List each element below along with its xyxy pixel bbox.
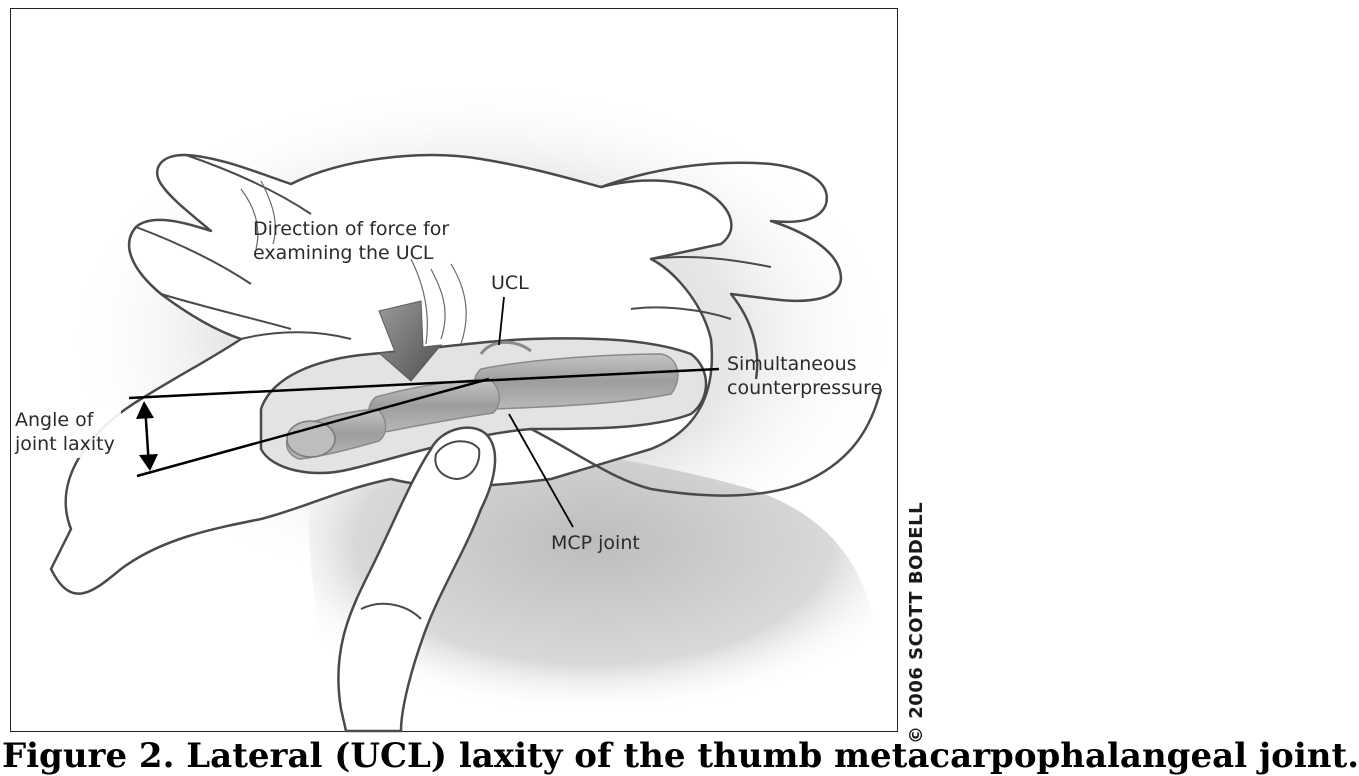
angle-arrowhead-bottom — [139, 454, 158, 471]
finger-crease-4 — [240, 331, 352, 340]
simultaneous-counterpressure-label: Simultaneous counterpressure — [727, 353, 883, 399]
mcp-leader-line — [508, 413, 574, 528]
right-finger-crease-2 — [630, 306, 732, 320]
thumb-exam-illustration — [49, 79, 901, 733]
ucl-label: UCL — [491, 272, 529, 294]
caption-text: Figure 2. Lateral (UCL) laxity of the th… — [2, 736, 1359, 776]
examiner-right-palm — [530, 388, 883, 497]
figure-frame: Direction of force for examining the UCL… — [10, 8, 901, 733]
finger-crease-3 — [160, 293, 292, 330]
examiner-right-fingers — [600, 161, 843, 380]
reference-line-straight — [128, 367, 720, 400]
ucl-leader-line — [498, 296, 505, 346]
thumb-nail — [286, 420, 336, 458]
direction-of-force-label: Direction of force for examining the UCL — [253, 218, 450, 264]
mcp-joint-label: MCP joint — [551, 532, 640, 554]
right-finger-crease — [650, 256, 772, 268]
thumb-bones — [285, 353, 679, 460]
reference-line-deviated — [136, 377, 490, 478]
thumbnail-bottom — [434, 440, 481, 481]
hair-strands — [240, 180, 467, 345]
finger-crease-1 — [185, 154, 312, 215]
copyright-notice: © 2006 SCOTT BODELL — [906, 501, 927, 744]
force-arrow — [377, 300, 443, 382]
examiner-pressing-thumb — [337, 426, 497, 733]
lower-thumb-crease — [360, 602, 422, 620]
ucl-ligament — [479, 340, 532, 355]
angle-arrowhead-top — [136, 401, 154, 419]
angle-of-joint-laxity-label: Angle of joint laxity — [11, 406, 121, 458]
figure-caption: Figure 2. Lateral (UCL) laxity of the th… — [0, 726, 1359, 776]
finger-crease-2 — [135, 226, 252, 285]
